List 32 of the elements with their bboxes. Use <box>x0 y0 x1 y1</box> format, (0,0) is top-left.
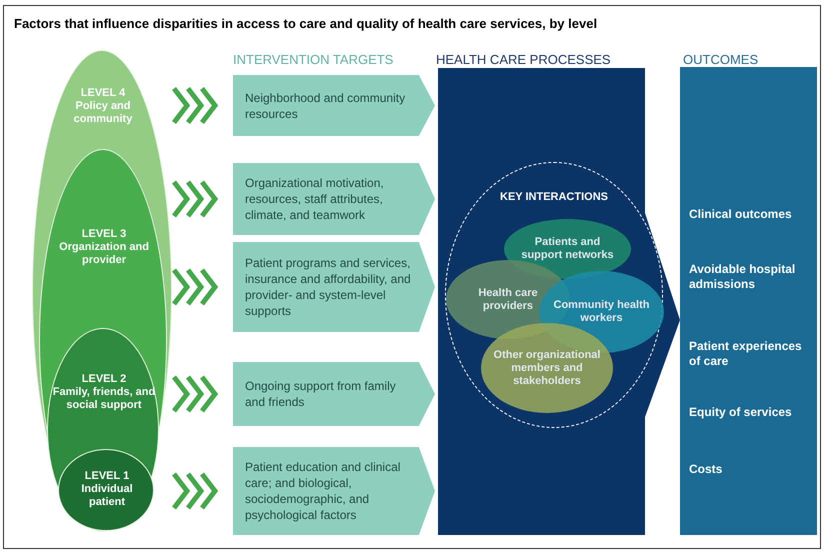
outcome-text: Equity of services <box>689 405 793 420</box>
level-label: Organization and provider <box>58 241 150 267</box>
column-heading: OUTCOMES <box>683 51 758 69</box>
dashed-circle <box>445 162 663 428</box>
chevron-arrow <box>172 86 218 125</box>
level-label: Family, friends, and social support <box>52 386 156 412</box>
level-heading: LEVEL 4 <box>80 87 126 100</box>
level-label: Individual patient <box>80 483 134 509</box>
level-heading: LEVEL 2 <box>82 373 126 386</box>
chevron-arrow <box>172 180 218 218</box>
column-heading: HEALTH CARE PROCESSES <box>436 51 611 69</box>
group-heading: KEY INTERACTIONS <box>499 190 609 205</box>
outcome-text: Avoidable hospital admissions <box>689 262 796 292</box>
target-text: Patient education and clinical care; and biological, sociodemographic, and psychological factors <box>245 459 402 523</box>
target-text: Neighborhood and community resources <box>245 90 406 122</box>
level-label: Policy and community <box>72 100 134 126</box>
outcome-text: Clinical outcomes <box>689 207 793 222</box>
level-heading: LEVEL 3 <box>82 228 126 241</box>
target-text: Ongoing support from family and friends <box>245 378 397 410</box>
target-text: Organizational motivation, resources, staff attributes, climate, and teamwork <box>245 175 385 223</box>
outcome-text: Patient experiences of care <box>689 339 803 369</box>
target-text: Patient programs and services, insurance and affordability, and provider- and system-level supports <box>245 255 411 319</box>
diagram-title: Factors that influence disparities in access to care and quality of health care services, by level <box>14 15 598 33</box>
interaction-label: Community health workers <box>552 299 650 325</box>
column-heading: INTERVENTION TARGETS <box>233 51 394 69</box>
level-heading: LEVEL 1 <box>84 470 130 483</box>
chevron-arrow <box>172 374 218 414</box>
chevron-arrow <box>172 268 218 306</box>
outcome-text: Costs <box>689 462 724 477</box>
interaction-label: Other organizational members and stakeholders <box>493 348 601 388</box>
chevron-arrow <box>172 472 218 510</box>
interaction-label: Patients and support networks <box>520 236 615 262</box>
